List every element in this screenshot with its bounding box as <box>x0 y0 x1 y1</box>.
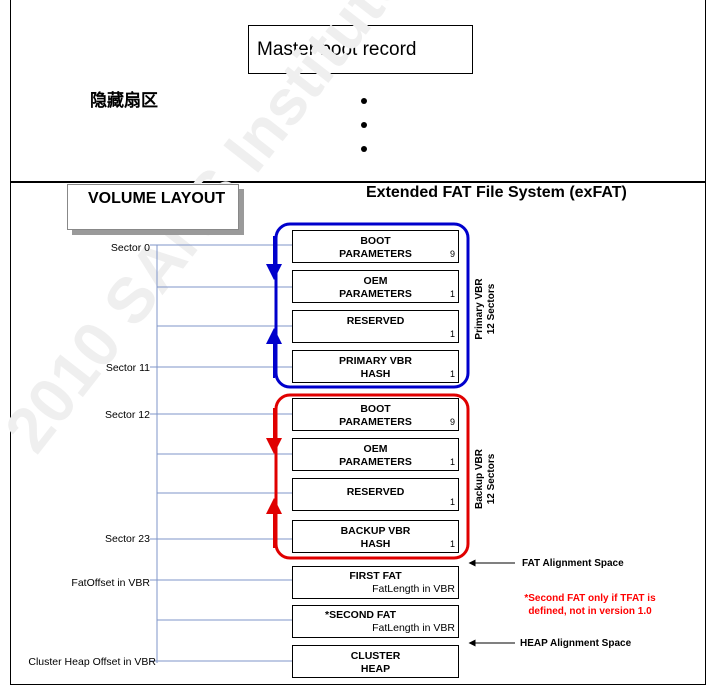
box-label: OEM <box>363 443 388 455</box>
master-boot-record-box: Master boot record <box>248 25 473 74</box>
ellipsis-dot-3 <box>361 146 367 152</box>
label-fat-offset: FatOffset in VBR <box>71 577 150 589</box>
ellipsis-dot-1 <box>361 98 367 104</box>
box-label: HASH <box>360 368 391 380</box>
box-label: PARAMETERS <box>339 456 412 468</box>
box-label: BOOT <box>360 403 391 415</box>
exfat-title: Extended FAT File System (exFAT) <box>366 184 627 201</box>
heap-alignment-label: HEAP Alignment Space <box>520 638 632 649</box>
box-label: PRIMARY VBR <box>339 355 412 367</box>
box-label: HEAP <box>360 663 391 675</box>
backup-vbr-group-label: Backup VBR 12 Sectors <box>474 429 498 529</box>
box-label: HASH <box>360 538 391 550</box>
backup-oem-parameters-box: OEM PARAMETERS 1 <box>292 438 459 471</box>
fat-length-label: FatLength in VBR <box>372 622 455 634</box>
box-label: BACKUP VBR <box>340 525 411 537</box>
fat-alignment-label: FAT Alignment Space <box>522 558 624 569</box>
first-fat-box: FIRST FAT FatLength in VBR <box>292 566 459 599</box>
box-label: PARAMETERS <box>339 248 412 260</box>
primary-vbr-sectors: 12 Sectors <box>486 283 497 335</box>
primary-reserved-box: RESERVED 1 <box>292 310 459 343</box>
box-label: OEM <box>363 275 388 287</box>
backup-vbr-sectors: 12 Sectors <box>486 453 497 505</box>
box-label: *SECOND FAT <box>325 609 396 621</box>
second-fat-note: *Second FAT only if TFAT is defined, not… <box>510 592 670 618</box>
volume-layout-title: VOLUME LAYOUT <box>67 184 239 230</box>
sector-count: 1 <box>449 539 455 549</box>
box-label: CLUSTER <box>350 650 401 662</box>
sector-count: 9 <box>449 417 455 427</box>
primary-vbr-title: Primary VBR <box>474 278 485 340</box>
second-fat-box: *SECOND FAT FatLength in VBR <box>292 605 459 638</box>
box-label: PARAMETERS <box>339 288 412 300</box>
ellipsis-dot-2 <box>361 122 367 128</box>
sector-count: 9 <box>449 249 455 259</box>
backup-boot-parameters-box: BOOT PARAMETERS 9 <box>292 398 459 431</box>
primary-vbr-hash-box: PRIMARY VBR HASH 1 <box>292 350 459 383</box>
fat-length-label: FatLength in VBR <box>372 583 455 595</box>
label-sector-12: Sector 12 <box>105 409 150 421</box>
backup-vbr-title: Backup VBR <box>474 449 485 510</box>
sector-count: 1 <box>449 369 455 379</box>
backup-vbr-hash-box: BACKUP VBR HASH 1 <box>292 520 459 553</box>
box-label: BOOT <box>360 235 391 247</box>
backup-reserved-box: RESERVED 1 <box>292 478 459 511</box>
note-line-1: *Second FAT only if TFAT is <box>524 593 656 604</box>
label-cluster-heap-offset: Cluster Heap Offset in VBR <box>28 656 156 668</box>
hidden-sectors-label: 隐藏扇区 <box>90 91 158 111</box>
note-line-2: defined, not in version 1.0 <box>528 606 652 617</box>
box-label: FIRST FAT <box>349 570 402 582</box>
primary-boot-parameters-box: BOOT PARAMETERS 9 <box>292 230 459 263</box>
label-sector-23: Sector 23 <box>105 533 150 545</box>
cluster-heap-box: CLUSTER HEAP <box>292 645 459 678</box>
sector-count: 1 <box>449 497 455 507</box>
sector-count: 1 <box>449 457 455 467</box>
box-label: RESERVED <box>346 315 405 327</box>
master-boot-record-label: Master boot record <box>257 38 417 60</box>
section-divider <box>10 181 706 183</box>
sector-count: 1 <box>449 289 455 299</box>
box-label: PARAMETERS <box>339 416 412 428</box>
label-sector-11: Sector 11 <box>105 362 150 374</box>
primary-oem-parameters-box: OEM PARAMETERS 1 <box>292 270 459 303</box>
box-label: RESERVED <box>346 486 405 498</box>
diagram-frame <box>10 0 706 685</box>
primary-vbr-group-label: Primary VBR 12 Sectors <box>474 259 498 359</box>
label-sector-0: Sector 0 <box>110 242 150 254</box>
sector-count: 1 <box>449 329 455 339</box>
